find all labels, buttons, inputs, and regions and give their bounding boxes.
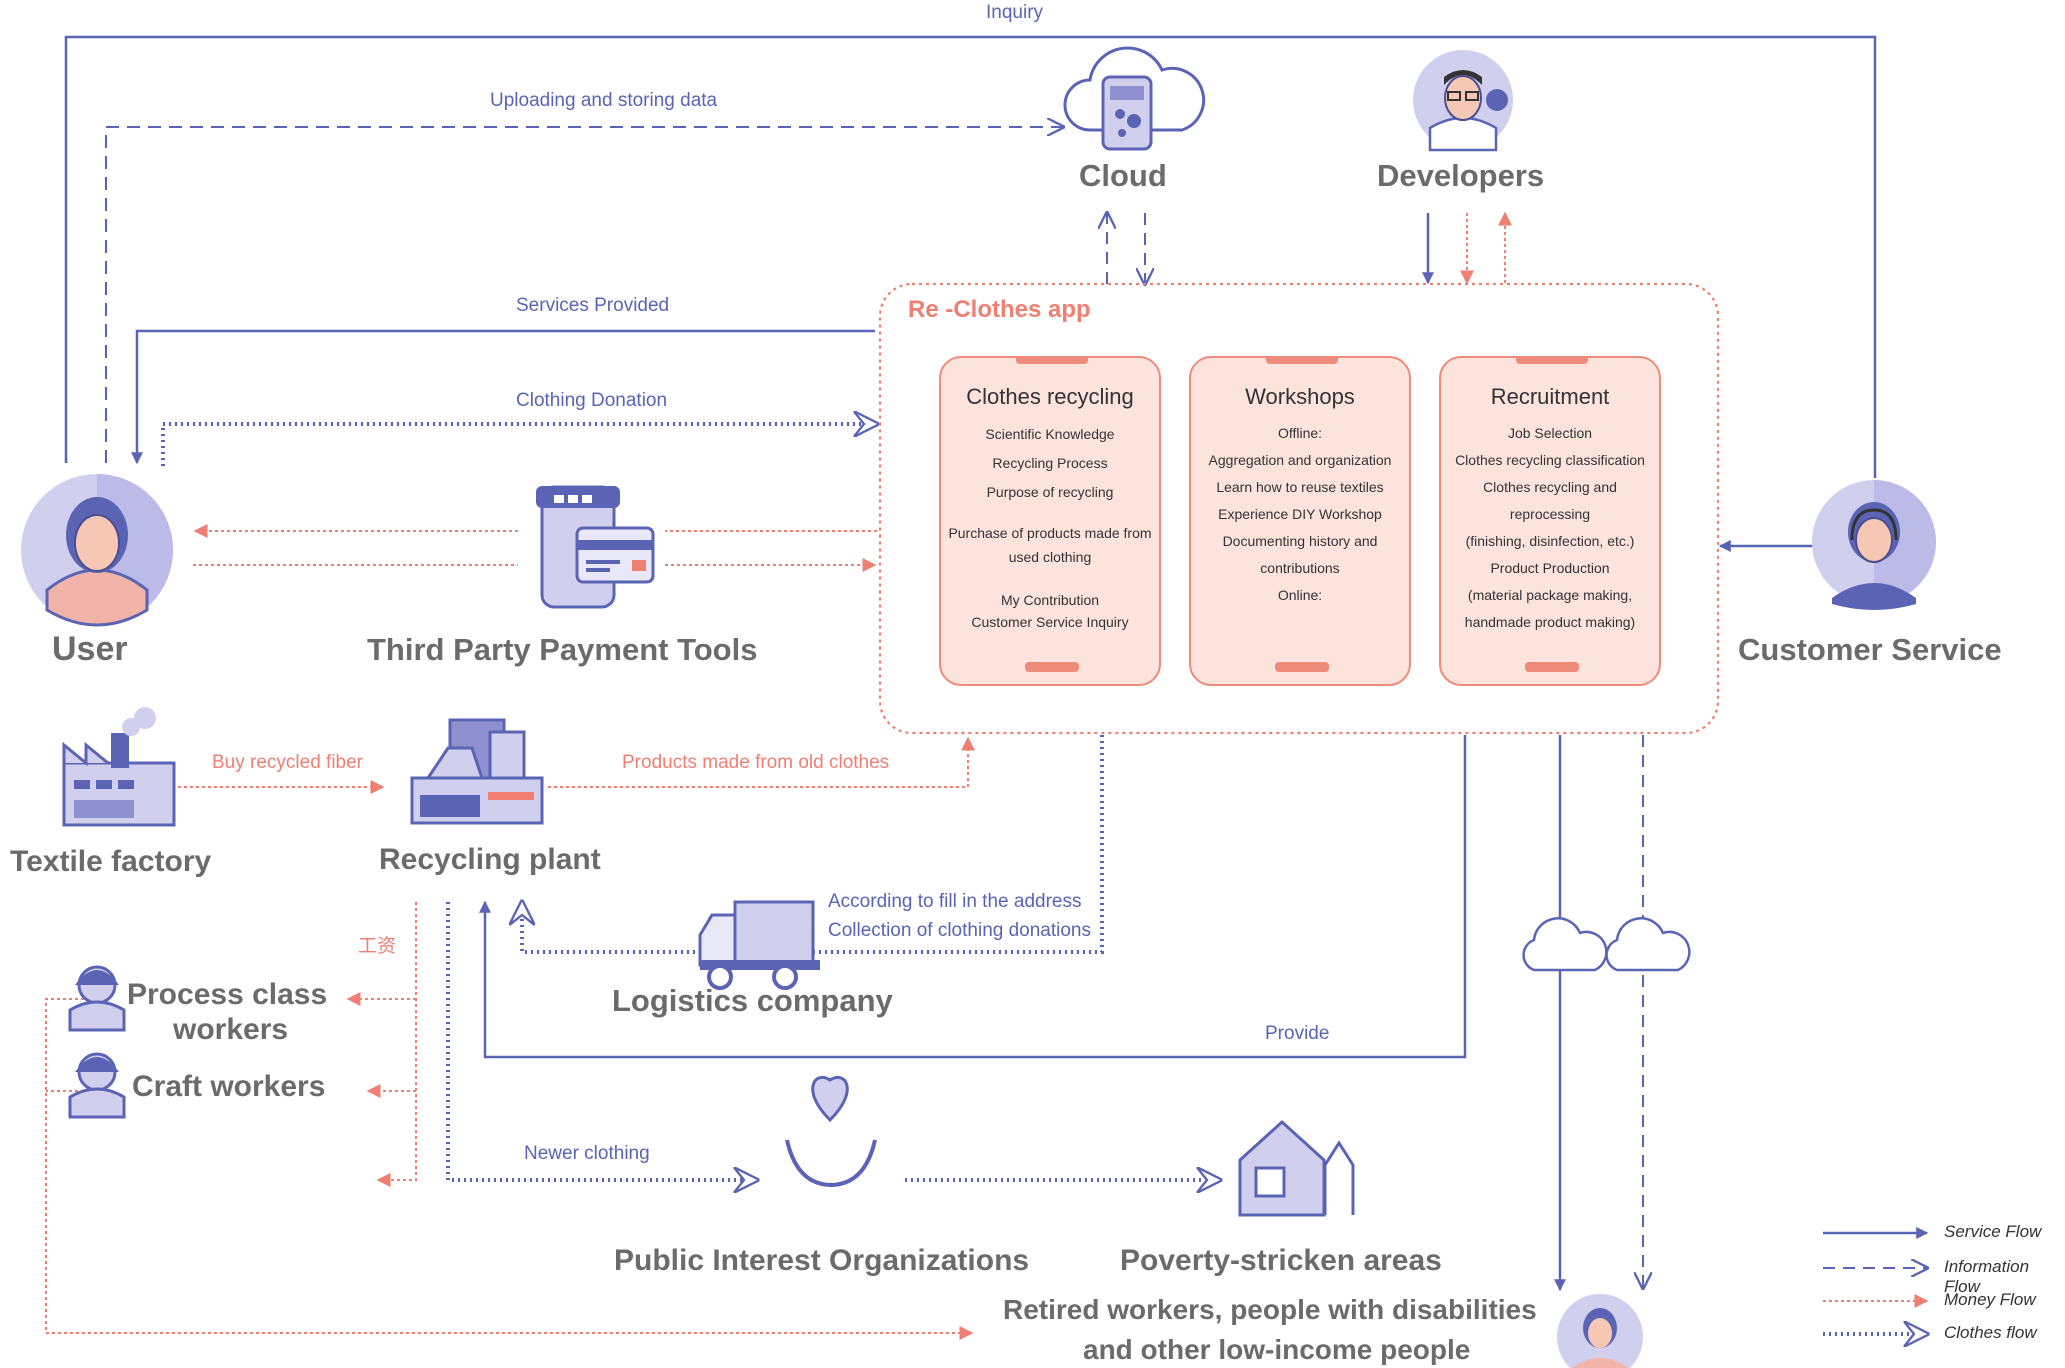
newer-clothing-line (446, 902, 757, 1180)
address-label-1: According to fill in the address (828, 891, 1082, 912)
logistics-label: Logistics company (612, 983, 893, 1018)
recycling-plant-icon (410, 718, 544, 825)
wages-label: 工资 (358, 936, 397, 957)
phone-line: Customer Service Inquiry (971, 614, 1129, 630)
phone-line: Scientific Knowledge (985, 426, 1115, 442)
phone-line: (finishing, disinfection, etc.) (1465, 533, 1635, 549)
products-label: Products made from old clothes (622, 752, 890, 773)
inquiry-line (64, 35, 1877, 478)
phone-line: used clothing (1008, 549, 1092, 565)
cloud-label: Cloud (1079, 158, 1167, 193)
payment-label: Third Party Payment Tools (367, 632, 758, 667)
user-label: User (52, 630, 128, 668)
address-label-2: Collection of clothing donations (828, 920, 1092, 941)
house-icon (1238, 1119, 1355, 1217)
phone-lines: Job Selection Clothes recycling classifi… (1447, 420, 1653, 636)
donation-label: Clothing Donation (516, 390, 668, 411)
phone-line: Purpose of recycling (986, 484, 1114, 500)
phone-home-bar (1025, 662, 1079, 672)
workers-income-line (45, 998, 974, 1340)
recycling-plant-label: Recycling plant (379, 843, 601, 876)
process-workers-label-2: workers (173, 1013, 289, 1046)
phone-title: Workshops (1245, 384, 1355, 409)
phone-line: Clothes recycling and (1483, 479, 1617, 495)
user-avatar-icon (21, 474, 173, 627)
phone-line: Product Production (1490, 560, 1610, 576)
services-label: Services Provided (516, 295, 670, 316)
customer-service-label: Customer Service (1738, 632, 2002, 667)
phone-line: Online: (1277, 587, 1323, 603)
uploading-label: Uploading and storing data (490, 90, 718, 111)
phone-line: Clothes recycling classification (1455, 452, 1645, 468)
upload-line (105, 127, 1063, 463)
phone-line: contributions (1260, 560, 1340, 576)
small-cloud-icon (1522, 917, 1691, 972)
phone-recruitment: Recruitment Job Selection Clothes recycl… (1439, 356, 1661, 686)
services-line (131, 329, 875, 465)
phone-line: Learn how to reuse textiles (1216, 479, 1384, 495)
heart-hands-icon (785, 1075, 877, 1187)
payment-icon (536, 485, 655, 609)
phone-clothes-recycling: Clothes recycling Scientific Knowledge R… (939, 356, 1161, 686)
app-container (878, 282, 1720, 735)
phone-line: reprocessing (1509, 506, 1591, 522)
wages-line (376, 902, 417, 1187)
provide-label: Provide (1265, 1023, 1330, 1044)
phone-line (947, 507, 1153, 521)
phone-line: handmade product making) (1464, 614, 1636, 630)
donation-line (161, 424, 877, 466)
legend-clothes: Clothes flow (1944, 1323, 2037, 1342)
newer-clothing-label: Newer clothing (524, 1143, 650, 1164)
craft-worker-icon (68, 1052, 126, 1119)
customer-service-avatar-icon (1812, 480, 1936, 610)
provide-line (479, 735, 1467, 1059)
textile-factory-label: Textile factory (10, 845, 212, 878)
phone-line: Offline: (1277, 425, 1323, 441)
public-interest-label: Public Interest Organizations (614, 1244, 1030, 1277)
phone-line: Job Selection (1507, 425, 1593, 441)
craft-workers-label: Craft workers (132, 1070, 326, 1103)
low-income-avatar-icon (1557, 1294, 1643, 1368)
phone-lines: Scientific Knowledge Recycling Process P… (947, 420, 1153, 633)
phone-home-bar (1275, 662, 1329, 672)
phone-line: Recycling Process (992, 455, 1108, 471)
phone-line: (material package making, (1467, 587, 1633, 603)
phone-title: Clothes recycling (966, 384, 1134, 409)
phone-lines: Offline: Aggregation and organization Le… (1197, 420, 1403, 609)
phone-line: My Contribution (1000, 592, 1100, 608)
factory-icon (62, 707, 176, 827)
phone-line (947, 569, 1153, 589)
phone-line: Experience DIY Workshop (1218, 506, 1382, 522)
developers-label: Developers (1377, 158, 1545, 193)
truck-icon (698, 900, 820, 990)
phone-line: Documenting history and (1222, 533, 1378, 549)
cloud-icon (1063, 46, 1206, 151)
legend-information: Information Flow (1944, 1257, 2030, 1296)
phone-notch (1516, 357, 1588, 364)
legend-money: Money Flow (1944, 1290, 2036, 1309)
legend-service: Service Flow (1944, 1222, 2042, 1241)
phone-home-bar (1525, 662, 1579, 672)
developer-avatar-icon (1413, 50, 1513, 152)
process-worker-icon (68, 965, 126, 1032)
phone-workshops: Workshops Offline: Aggregation and organ… (1189, 356, 1411, 686)
poverty-label: Poverty-stricken areas (1120, 1244, 1442, 1277)
phone-notch (1266, 357, 1338, 364)
process-workers-label-1: Process class (127, 978, 328, 1011)
inquiry-label: Inquiry (986, 2, 1044, 23)
buy-fiber-label: Buy recycled fiber (212, 752, 364, 773)
retired-label-2: and other low-income people (1083, 1334, 1471, 1365)
logistics-line (522, 735, 1104, 954)
retired-label-1: Retired workers, people with disabilitie… (1003, 1294, 1537, 1325)
phone-line: Aggregation and organization (1208, 452, 1392, 468)
products-line (548, 736, 975, 788)
phone-line: Purchase of products made from (948, 525, 1152, 541)
phone-notch (1016, 357, 1088, 364)
phone-title: Recruitment (1490, 384, 1610, 409)
app-title: Re -Clothes app (908, 296, 1091, 323)
